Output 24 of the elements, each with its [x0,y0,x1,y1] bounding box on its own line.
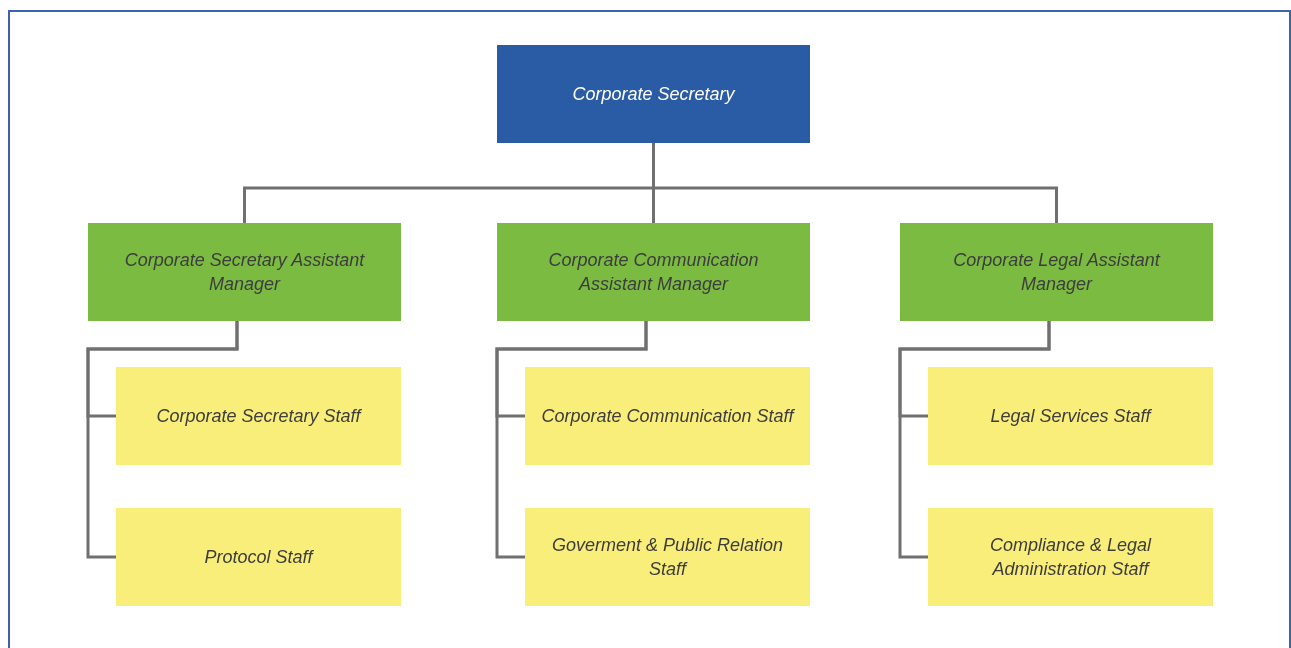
box-label: Corporate Secretary Staff [156,405,361,428]
executive-box [497,45,810,143]
box-label: Legal Services Staff [990,405,1151,428]
staff-box [525,508,810,606]
box-label: Corporate Secretary [572,83,735,106]
connector-line [495,321,648,559]
staff-box [116,508,401,606]
manager-box [497,223,810,321]
manager-box [88,223,401,321]
box-label: Compliance & Legal Administration Staff [988,534,1153,581]
connector-line [898,321,1051,559]
staff-box [116,367,401,465]
box-label: Protocol Staff [204,546,313,569]
staff-box [928,508,1213,606]
box-label: Corporate Communication Assistant Manager [547,249,760,296]
staff-box [928,367,1213,465]
box-label: Corporate Legal Assistant Manager [952,249,1162,296]
connector-line [652,143,1058,223]
box-label: Goverment & Public Relation Staff [550,534,785,581]
box-label: Corporate Communication Staff [541,405,794,428]
manager-box [900,223,1213,321]
connector-line [86,321,239,559]
box-label: Corporate Secretary Assistant Manager [123,249,366,296]
staff-box [525,367,810,465]
